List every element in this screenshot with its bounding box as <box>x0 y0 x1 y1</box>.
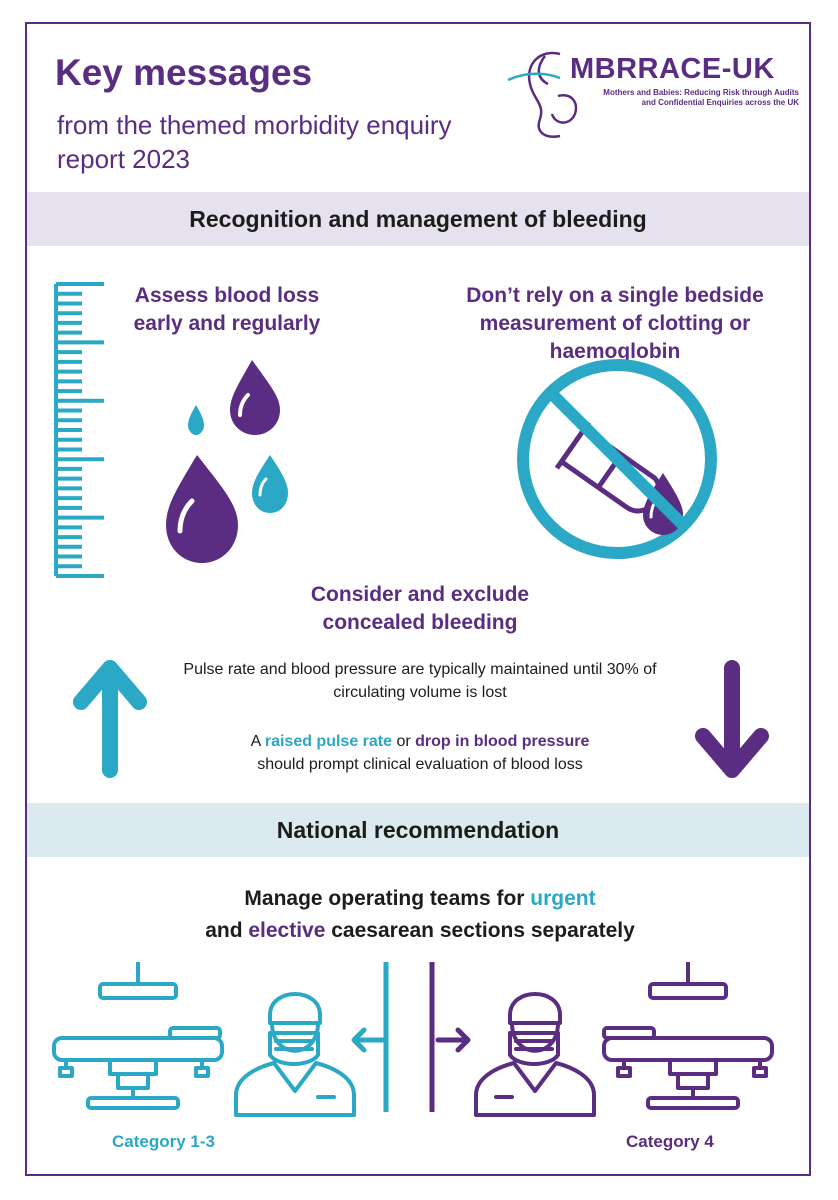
elective-highlight: elective <box>248 919 326 942</box>
section-heading-bleeding: Recognition and management of bleeding <box>27 192 809 246</box>
raised-suffix: should prompt clinical evaluation of blo… <box>257 756 583 773</box>
logo-tagline: Mothers and Babies: Reducing Risk throug… <box>603 88 799 107</box>
no-test-tube-icon <box>517 359 717 559</box>
urgent-highlight: urgent <box>530 887 596 910</box>
arrow-right-icon <box>435 1027 471 1053</box>
manage-part2: and <box>205 919 249 942</box>
manage-part3: caesarean sections separately <box>325 919 635 942</box>
operating-table-icon <box>52 962 224 1110</box>
manage-part1: Manage operating teams for <box>244 887 531 910</box>
divider-arrows <box>383 962 435 1112</box>
raised-pulse-text: A raised pulse rate or drop in blood pre… <box>175 730 665 776</box>
surgeon-icon <box>234 992 356 1117</box>
raised-middle: or <box>392 733 416 750</box>
poster-frame <box>25 22 811 1176</box>
pulse-rate-text: Pulse rate and blood pressure are typica… <box>183 661 657 701</box>
assess-blood-loss-text: Assess blood loss early and regularly <box>133 284 321 335</box>
blood-drops-icon <box>166 360 288 563</box>
manage-teams-text: Manage operating teams for urgent and el… <box>120 883 720 947</box>
raised-pulse-rate-highlight: raised pulse rate <box>264 733 393 750</box>
category-4-label: Category 4 <box>626 1132 714 1151</box>
ruler-icon <box>54 282 104 578</box>
drop-blood-pressure-highlight: drop in blood pressure <box>415 733 590 750</box>
arrow-up-icon <box>73 660 147 778</box>
arrow-down-icon <box>695 660 769 778</box>
mbrrace-logo-icon <box>507 51 578 138</box>
dont-rely-text: Don’t rely on a single bedside measureme… <box>466 284 764 363</box>
surgeon-icon <box>474 992 596 1117</box>
category-1-3-label: Category 1-3 <box>112 1132 215 1151</box>
section-heading-national-recommendation: National recommendation <box>27 803 809 857</box>
operating-table-icon <box>602 962 774 1110</box>
raised-prefix: A <box>250 733 265 750</box>
page-title: Key messages <box>55 52 313 93</box>
arrow-left-icon <box>351 1027 387 1053</box>
page-subtitle: from the themed morbidity enquiry report… <box>57 110 452 174</box>
consider-concealed-bleeding-text: Consider and exclude concealed bleeding <box>310 583 530 634</box>
logo-name: MBRRACE-UK <box>570 53 775 85</box>
